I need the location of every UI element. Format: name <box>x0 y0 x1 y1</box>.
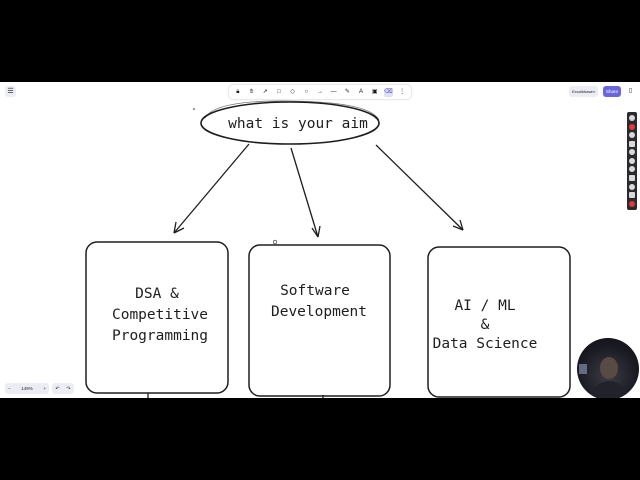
recording-panel <box>627 112 637 210</box>
software-box-line-1: Software <box>280 283 350 299</box>
shape-toolbar: 🔒︎ ✋︎ ➚ □ ◇ ○ → — ✎ A ▣ ⌫ ⋮ <box>229 85 411 99</box>
zoom-in-button[interactable]: + <box>43 386 46 391</box>
record-icon[interactable] <box>629 123 635 130</box>
more-tools-icon[interactable]: ⋮ <box>399 88 406 95</box>
volume-icon[interactable] <box>629 157 635 164</box>
pen-icon[interactable] <box>629 183 635 190</box>
rectangle-icon[interactable]: □ <box>277 88 281 95</box>
excalidraw-app: ☰ 🔒︎ ✋︎ ➚ □ ◇ ○ → — ✎ A ▣ ⌫ ⋮ Excalidraw… <box>0 82 640 398</box>
redo-icon[interactable]: ↷ <box>66 385 71 392</box>
aim-ellipse[interactable] <box>200 101 380 145</box>
undo-icon[interactable]: ↶ <box>55 385 60 392</box>
ai-ml-box-line-1: AI / ML <box>454 298 515 314</box>
drawing-canvas[interactable]: what is your aim DSA & Competitive Progr… <box>0 82 640 398</box>
selection-icon[interactable]: ➚ <box>262 88 268 95</box>
diamond-icon[interactable]: ◇ <box>290 88 295 95</box>
zoom-controls: − 149% + <box>5 383 49 394</box>
text-icon[interactable]: A <box>359 88 364 95</box>
draw-icon[interactable]: ✎ <box>344 88 350 95</box>
camera-icon[interactable] <box>629 115 635 122</box>
zoom-out-button[interactable]: − <box>8 386 11 391</box>
library-button[interactable]: Excalidrawm <box>569 86 598 97</box>
blur-icon[interactable] <box>629 166 635 173</box>
aim-label: what is your aim <box>228 116 368 132</box>
webcam-overlay <box>577 338 639 398</box>
ellipse-icon[interactable]: ○ <box>304 88 309 95</box>
arrow-to-software[interactable] <box>290 147 321 238</box>
line-icon[interactable]: — <box>330 88 337 95</box>
person-silhouette-icon <box>579 357 629 398</box>
stop-icon[interactable] <box>629 140 635 147</box>
main-menu-button[interactable]: ☰ <box>5 86 16 97</box>
undo-redo-controls: ↶ ↷ <box>52 383 74 394</box>
close-recording-icon[interactable] <box>629 200 635 207</box>
arrow-to-dsa[interactable] <box>173 143 250 234</box>
microphone-icon[interactable] <box>629 149 635 156</box>
layout-icon[interactable] <box>629 192 635 199</box>
dsa-box-line-1: DSA & <box>135 286 179 302</box>
image-icon[interactable]: ▣ <box>371 88 378 95</box>
arrow-to-ai[interactable] <box>375 144 464 231</box>
hand-icon[interactable]: ✋︎ <box>249 88 254 95</box>
arrow-icon[interactable]: → <box>316 88 323 95</box>
ai-ml-box-line-3: Data Science <box>433 336 538 352</box>
software-box[interactable] <box>248 244 391 397</box>
share-button[interactable]: Share <box>603 86 621 97</box>
dsa-box-line-2: Competitive <box>112 307 208 323</box>
dsa-box-line-3: Programming <box>112 328 208 344</box>
dsa-box[interactable] <box>85 241 229 394</box>
eraser-icon[interactable]: ⌫ <box>383 87 393 97</box>
ai-ml-box-line-2: & <box>481 317 490 333</box>
screen-icon[interactable] <box>629 174 635 181</box>
zoom-level[interactable]: 149% <box>21 386 33 391</box>
pause-icon[interactable] <box>629 132 635 139</box>
ai-ml-box[interactable] <box>427 246 571 398</box>
sidebar-toggle-icon[interactable]: ▯ <box>628 88 633 94</box>
lock-icon[interactable]: 🔒︎ <box>236 88 240 95</box>
software-box-line-2: Development <box>271 304 367 320</box>
